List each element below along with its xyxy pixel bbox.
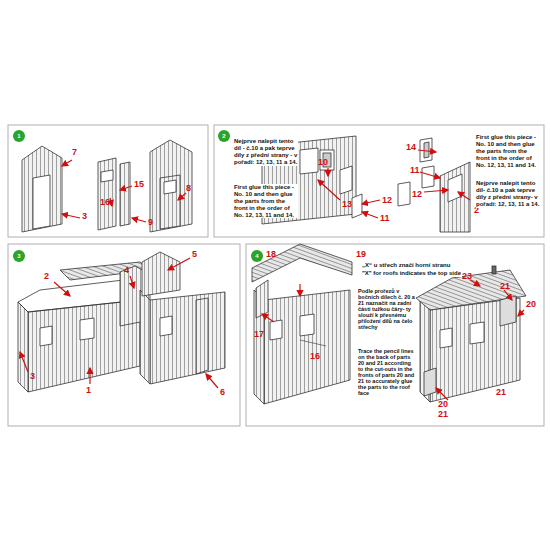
instruction-note: First glue this piece - No. 10 and then …	[476, 134, 542, 168]
instruction-note: First glue this piece - No. 10 and then …	[234, 184, 298, 218]
callout-number: 11	[380, 214, 390, 223]
callout-number: 16	[100, 198, 110, 207]
callout-number: 3	[82, 212, 87, 221]
callout-number: 21	[500, 282, 510, 291]
callout-number: 1	[86, 386, 91, 395]
callout-number: 14	[406, 143, 416, 152]
callout-number: 10	[318, 158, 328, 167]
callout-number: 15	[134, 180, 144, 189]
callout-number: 23	[462, 272, 472, 281]
callout-number: 3	[30, 372, 35, 381]
callout-number: 20	[526, 300, 536, 309]
callout-number: 19	[356, 250, 366, 259]
step-number: 1	[14, 133, 24, 139]
callout-number: 7	[72, 148, 77, 157]
instruction-note: "X" for roofs indicates the top side	[362, 270, 462, 277]
callout-number: 18	[266, 250, 276, 259]
instruction-note: Podle prořezů v bočních dílech č. 20 a 2…	[358, 288, 416, 330]
callout-number: 9	[148, 218, 153, 227]
callout-number: 2	[44, 272, 49, 281]
instruction-note: Nejprve nalepit tento díl - č.10 a pak t…	[234, 138, 298, 166]
instruction-note: „X“ u střech značí horní stranu	[362, 262, 462, 269]
callout-number: 12	[382, 196, 392, 205]
callout-number: 6	[220, 388, 225, 397]
instruction-note: Nejprve nalepit tento díl- č.10 a pak te…	[476, 180, 542, 208]
callout-number: 8	[186, 184, 191, 193]
callout-number: 11	[410, 166, 420, 175]
callout-number: 4	[124, 266, 129, 275]
callout-number: 5	[192, 250, 197, 259]
callout-number: 21	[496, 388, 506, 397]
instruction-note: Trace the pencil lines on the back of pa…	[358, 348, 416, 396]
step-number: 4	[252, 253, 262, 259]
callout-number: 21	[438, 410, 448, 419]
callout-number: 20	[438, 400, 448, 409]
callout-number: 12	[412, 190, 422, 199]
step-number: 2	[219, 133, 229, 139]
step-number: 3	[14, 253, 24, 259]
callout-number: 13	[342, 200, 352, 209]
callout-number: 16	[310, 352, 320, 361]
callout-number: 17	[254, 330, 264, 339]
